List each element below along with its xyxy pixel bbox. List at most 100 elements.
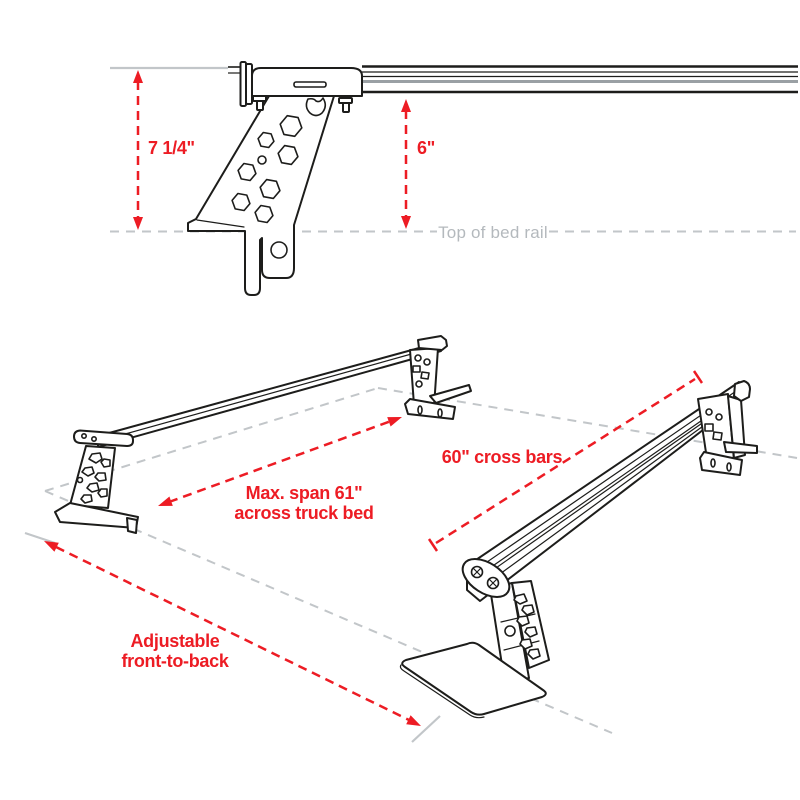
dimension-cross-bar-length: 60" cross bars <box>427 370 704 552</box>
foot-plate-top <box>401 641 547 716</box>
end-cap-screw-2 <box>486 576 500 590</box>
hex-cutout <box>259 178 281 200</box>
front-bar-line <box>477 396 744 591</box>
leg-cutout <box>97 488 108 498</box>
leg-cutout <box>513 593 528 605</box>
front-left-upright <box>489 580 550 685</box>
arrowhead-up <box>133 70 143 83</box>
leg-cutout <box>86 482 100 493</box>
rear-left-cutouts <box>76 452 111 504</box>
leg-cutout <box>524 626 538 638</box>
dimension-total-height: 7 1/4" <box>110 66 228 230</box>
round-cutout <box>257 155 267 165</box>
arrowhead-upper-left <box>44 541 59 552</box>
cross-bar-dim-line <box>435 377 696 545</box>
hex-cutouts <box>231 114 303 224</box>
top-view-diagram: 7 1/4" 6" Top of bed rail <box>110 61 798 296</box>
foot-slot <box>417 405 423 415</box>
t-bolt-left <box>252 95 267 111</box>
rear-right-upright <box>404 335 472 420</box>
rear-right-foot <box>404 398 456 420</box>
cross-bar-rail-side-profile <box>228 65 798 94</box>
bracket-leg-and-foot <box>187 95 335 296</box>
leg-bolt-hole <box>504 625 516 637</box>
upright-bracket-side-view <box>187 61 363 296</box>
front-right-cutouts <box>704 408 732 472</box>
front-cross-bar-group <box>461 381 749 602</box>
bed-edge-back-left <box>44 387 379 492</box>
label-top-of-bed-rail: Top of bed rail <box>438 223 548 242</box>
leg-cutout <box>521 604 535 616</box>
arrowhead-lower-right <box>406 715 421 726</box>
adjustable-dim-line <box>55 545 410 722</box>
hex-cutout <box>257 131 275 149</box>
rear-cross-bar <box>97 341 442 448</box>
foot-flange-fold-line <box>196 219 245 228</box>
iso-view-diagram: Max. span 61" across truck bed 60" cross… <box>24 335 798 743</box>
hex-cutout <box>237 162 257 182</box>
front-bar-line <box>473 390 745 580</box>
rear-left-foot-lip <box>126 517 138 534</box>
front-left-cutouts <box>513 593 541 660</box>
end-tick-top <box>692 370 704 384</box>
end-tick-bottom <box>427 538 439 552</box>
hex-cutout <box>277 144 299 166</box>
leg-cutout <box>415 380 423 388</box>
hex-cutout <box>231 192 251 212</box>
cap-hole <box>81 432 88 439</box>
leg-cutout <box>412 365 421 373</box>
screw-cross <box>488 578 498 588</box>
bed-corner-tick-bottom <box>411 715 441 743</box>
foot-slot <box>437 408 443 418</box>
label-max-span-1: Max. span 61" <box>246 483 363 503</box>
front-right-clamp-arm <box>723 441 758 454</box>
rear-cross-bar-assembly <box>54 335 472 534</box>
foot-slot <box>710 458 716 468</box>
arrowhead-up <box>401 99 411 112</box>
front-left-foot-plate <box>399 641 547 719</box>
rear-right-clamp-arm <box>429 384 472 404</box>
rear-left-upright <box>54 429 139 534</box>
leg-cutout <box>94 472 107 482</box>
leg-cutout <box>704 423 714 432</box>
leg-cutout <box>715 413 723 421</box>
leg-cutout <box>414 354 422 362</box>
front-right-upright <box>697 380 758 476</box>
label-cross-bar-length: 60" cross bars <box>442 447 563 467</box>
foot-plate-thickness <box>399 664 485 719</box>
dimension-adjustable: Adjustable front-to-back <box>44 541 421 726</box>
leg-cutout <box>516 615 530 627</box>
leg-cutout <box>80 494 93 504</box>
hex-cutout <box>254 204 274 224</box>
leg-cutout <box>88 452 103 464</box>
front-bar-line <box>475 392 746 583</box>
label-above-rail-height: 6" <box>417 138 435 158</box>
front-cross-bar-assembly <box>399 380 758 719</box>
end-cap-screw-1 <box>470 565 484 579</box>
leg-cutout <box>423 358 431 366</box>
screw-cross <box>472 567 482 577</box>
rear-right-cutouts <box>412 354 443 418</box>
bolt-shaft <box>256 100 264 111</box>
arrowhead-left <box>158 496 173 506</box>
logo-cutout <box>305 97 327 117</box>
arrowhead-down <box>401 216 411 229</box>
rear-bar-groove <box>99 345 441 442</box>
label-max-span-2: across truck bed <box>234 503 373 523</box>
foot-slot <box>726 462 732 472</box>
hex-cutout <box>279 114 303 138</box>
leg-cutout <box>519 638 533 650</box>
leg-cutout <box>527 648 541 660</box>
leg-cutout <box>76 476 84 484</box>
rear-left-top-cap <box>73 429 134 447</box>
leg-cutout <box>100 458 111 468</box>
front-bar-right-end <box>733 380 751 402</box>
foot-bolt-hole <box>270 241 288 259</box>
leg-cutout <box>81 466 95 477</box>
rear-bar-end-cap <box>417 335 448 351</box>
front-bar-line <box>470 386 743 574</box>
t-bolt-right <box>338 97 353 113</box>
label-adjustable-1: Adjustable <box>130 631 219 651</box>
